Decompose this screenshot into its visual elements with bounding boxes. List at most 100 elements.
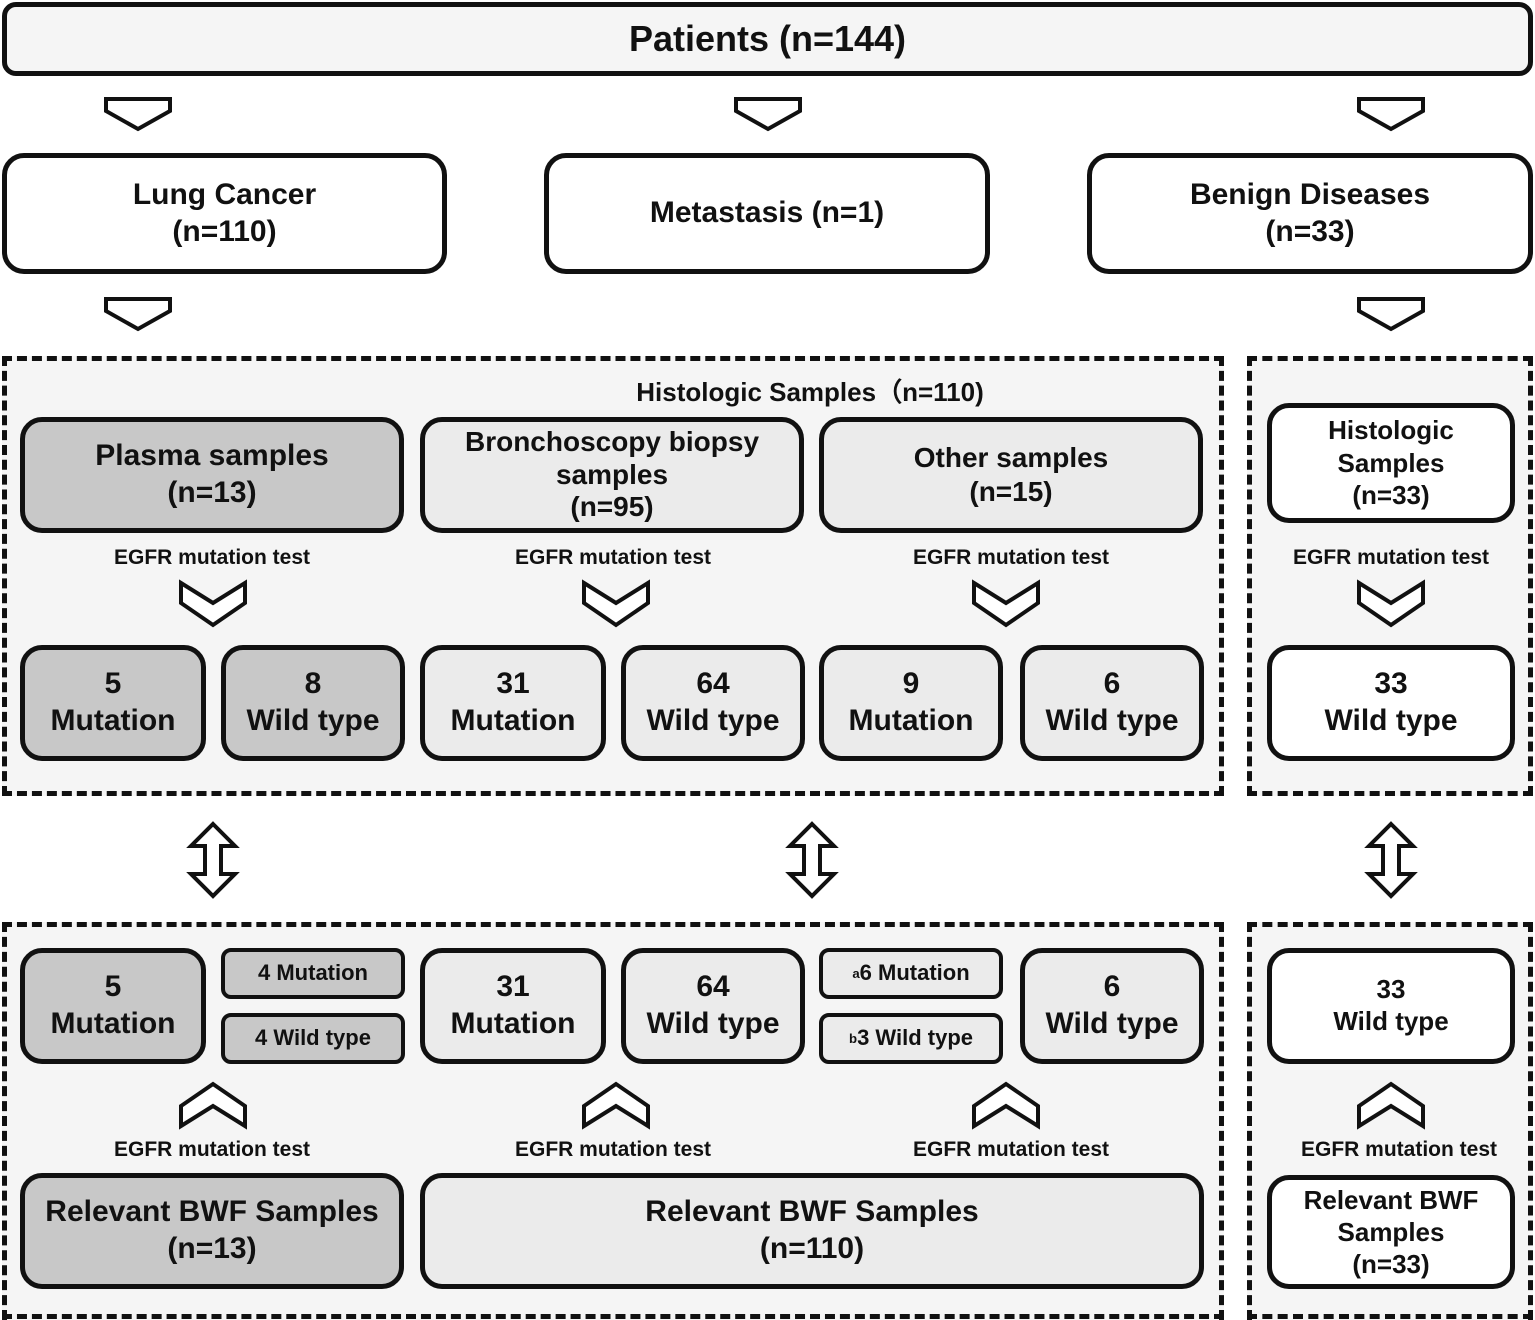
bwf-samples-name: Relevant BWF Samples <box>645 1195 979 1229</box>
egfr-test-label: EGFR mutation test <box>912 1138 1109 1161</box>
result-count: 31 <box>496 970 530 1004</box>
result-box: 5 Mutation <box>20 645 206 761</box>
bwf-samples-name-2: Samples <box>1337 1216 1445 1247</box>
benign-histologic-name-1: Histologic <box>1328 414 1454 445</box>
bwf-samples-name-1: Relevant BWF <box>1303 1184 1479 1215</box>
patients-label: Patients (n=144) <box>628 18 907 60</box>
result-box: 64 Wild type <box>621 645 805 761</box>
result-box: 9 Mutation <box>819 645 1003 761</box>
double-arrow-icon <box>1364 821 1418 899</box>
result-label: Mutation <box>50 704 176 737</box>
result-label: Wild type <box>1333 1006 1449 1036</box>
egfr-test-label: EGFR mutation test <box>514 546 711 569</box>
result-label: Wild type <box>646 1007 780 1040</box>
benign-diseases-box: Benign Diseases (n=33) <box>1087 153 1533 274</box>
bwf-sub-result-box: 4 Wild type <box>221 1013 405 1064</box>
bwf-samples-n: (n=33) <box>1352 1249 1430 1280</box>
sub-result-label: 4 Wild type <box>255 1025 371 1051</box>
result-label: Mutation <box>50 1007 176 1040</box>
arrow-down-icon <box>1357 297 1425 332</box>
result-count: 5 <box>104 970 122 1004</box>
result-count: 33 <box>1376 974 1406 1005</box>
bwf-result-box: 5 Mutation <box>20 948 206 1064</box>
result-count: 8 <box>304 667 322 701</box>
benign-histologic-name-2: Samples <box>1337 447 1445 478</box>
bwf-result-box: 64 Wild type <box>621 948 805 1064</box>
result-box: 6 Wild type <box>1020 645 1204 761</box>
benign-bwf-result-box: 33 Wild type <box>1267 948 1515 1064</box>
sub-result-label: 6 Mutation <box>859 960 970 986</box>
bwf-sub-result-box: 4 Mutation <box>221 948 405 999</box>
result-count: 64 <box>696 667 730 701</box>
bwf-result-box: 31 Mutation <box>420 948 606 1064</box>
arrow-down-icon <box>104 297 172 332</box>
result-count: 5 <box>104 667 122 701</box>
benign-bwf-samples-box: Relevant BWF Samples (n=33) <box>1267 1175 1515 1289</box>
arrow-down-icon <box>1357 97 1425 132</box>
benign-histologic-box: Histologic Samples (n=33) <box>1267 403 1515 523</box>
other-samples-box: Other samples (n=15) <box>819 417 1203 533</box>
chevron-up-icon <box>179 1081 247 1130</box>
histologic-title: Histologic Samples（n=110) <box>636 377 984 407</box>
benign-diseases-name: Benign Diseases <box>1189 177 1431 211</box>
bwf-samples-n: (n=110) <box>759 1232 865 1265</box>
benign-result-box: 33 Wild type <box>1267 645 1515 761</box>
plasma-samples-box: Plasma samples (n=13) <box>20 417 404 533</box>
egfr-test-label: EGFR mutation test <box>1300 1138 1497 1161</box>
chevron-up-icon <box>972 1081 1040 1130</box>
benign-histologic-n: (n=33) <box>1352 480 1430 511</box>
bwf-result-box: 6 Wild type <box>1020 948 1204 1064</box>
metastasis-box: Metastasis (n=1) <box>544 153 990 274</box>
bwf-lung-samples-box: Relevant BWF Samples (n=110) <box>420 1173 1204 1289</box>
bwf-samples-n: (n=13) <box>167 1232 257 1265</box>
plasma-samples-name: Plasma samples <box>95 439 329 473</box>
egfr-test-label: EGFR mutation test <box>113 1138 310 1161</box>
result-box: 8 Wild type <box>221 645 405 761</box>
arrow-down-icon <box>104 97 172 132</box>
benign-diseases-n: (n=33) <box>1265 214 1355 248</box>
egfr-test-label: EGFR mutation test <box>514 1138 711 1161</box>
patients-box: Patients (n=144) <box>2 2 1533 76</box>
result-label: Wild type <box>646 704 780 737</box>
egfr-test-label: EGFR mutation test <box>912 546 1109 569</box>
result-count: 9 <box>902 667 920 701</box>
result-label: Mutation <box>450 704 576 737</box>
result-label: Mutation <box>848 704 974 737</box>
result-label: Wild type <box>1045 1007 1179 1040</box>
chevron-down-icon <box>972 579 1040 628</box>
sub-result-label: 3 Wild type <box>857 1025 973 1051</box>
bronchoscopy-samples-box: Bronchoscopy biopsy samples (n=95) <box>420 417 804 533</box>
result-label: Wild type <box>246 704 380 737</box>
double-arrow-icon <box>186 821 240 899</box>
chevron-down-icon <box>582 579 650 628</box>
chevron-up-icon <box>1357 1081 1425 1130</box>
other-samples-name: Other samples <box>913 441 1109 473</box>
bwf-plasma-samples-box: Relevant BWF Samples (n=13) <box>20 1173 404 1289</box>
bwf-samples-name: Relevant BWF Samples <box>45 1195 379 1229</box>
result-box: 31 Mutation <box>420 645 606 761</box>
benign-bwf-region-bottom-edge <box>1247 1314 1533 1319</box>
bronchoscopy-name-2: samples <box>555 458 669 490</box>
result-label: Wild type <box>1045 704 1179 737</box>
result-label: Mutation <box>450 1007 576 1040</box>
other-samples-n: (n=15) <box>969 476 1053 507</box>
lung-cancer-n: (n=110) <box>172 214 277 248</box>
result-count: 6 <box>1103 667 1121 701</box>
result-count: 64 <box>696 970 730 1004</box>
chevron-up-icon <box>582 1081 650 1130</box>
double-arrow-icon <box>785 821 839 899</box>
bwf-region-bottom-edge <box>2 1314 1224 1319</box>
chevron-down-icon <box>179 579 247 628</box>
result-count: 33 <box>1374 667 1408 701</box>
bronchoscopy-n: (n=95) <box>570 491 654 523</box>
chevron-down-icon <box>1357 579 1425 628</box>
metastasis-name: Metastasis (n=1) <box>649 196 885 230</box>
result-count: 6 <box>1103 970 1121 1004</box>
sub-result-label: 4 Mutation <box>258 960 368 986</box>
result-count: 31 <box>496 667 530 701</box>
lung-cancer-name: Lung Cancer <box>132 177 317 211</box>
lung-cancer-box: Lung Cancer (n=110) <box>2 153 447 274</box>
result-label: Wild type <box>1324 704 1458 737</box>
